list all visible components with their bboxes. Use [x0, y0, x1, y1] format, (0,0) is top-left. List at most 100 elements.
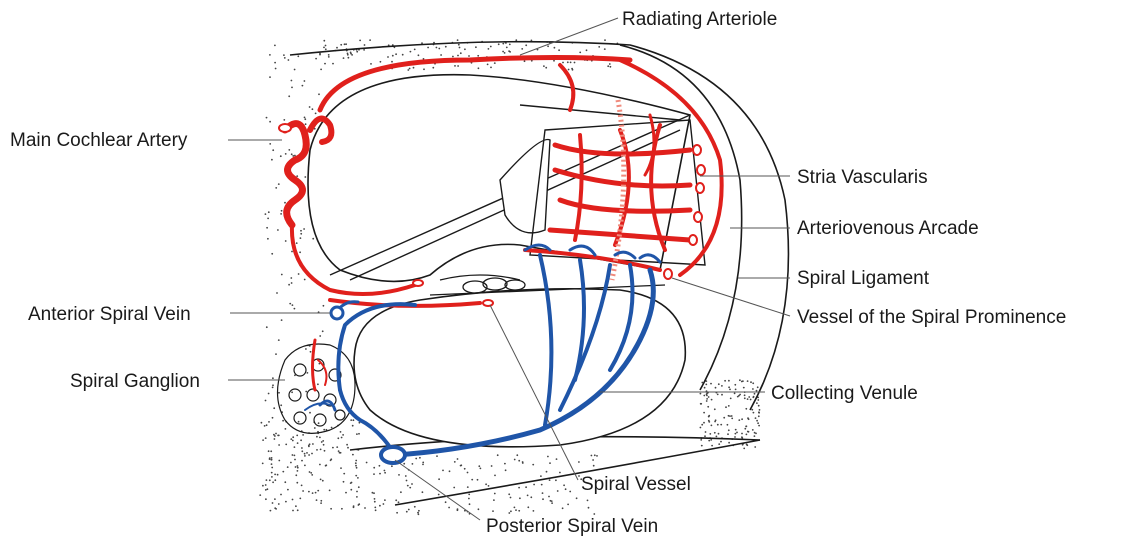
- stipple-dot: [412, 463, 414, 465]
- stipple-dot: [755, 433, 757, 435]
- stipple-dot: [467, 486, 469, 488]
- stipple-dot: [340, 431, 342, 433]
- stipple-dot: [315, 113, 317, 115]
- stipple-dot: [330, 508, 332, 510]
- stipple-dot: [321, 441, 323, 443]
- stipple-dot: [747, 417, 749, 419]
- stipple-dot: [753, 412, 755, 414]
- stipple-dot: [540, 475, 542, 477]
- stipple-dot: [438, 494, 440, 496]
- stipple-dot: [457, 65, 459, 67]
- stipple-dot: [274, 479, 276, 481]
- stipple-dot: [411, 483, 413, 485]
- stipple-dot: [275, 68, 277, 70]
- stipple-dot: [308, 491, 310, 493]
- stipple-dot: [510, 497, 512, 499]
- stipple-dot: [419, 457, 421, 459]
- stipple-dot: [280, 213, 282, 215]
- stipple-dot: [350, 489, 352, 491]
- stipple-dot: [734, 436, 736, 438]
- stipple-dot: [312, 108, 314, 110]
- stipple-dot: [459, 47, 461, 49]
- stipple-dot: [492, 510, 494, 512]
- stipple-dot: [271, 253, 273, 255]
- stipple-dot: [406, 511, 408, 513]
- stipple-dot: [302, 85, 304, 87]
- stipple-dot: [519, 497, 521, 499]
- stipple-dot: [758, 415, 760, 417]
- stipple-dot: [297, 465, 299, 467]
- stipple-dot: [398, 501, 400, 503]
- stipple-dot: [570, 62, 572, 64]
- stipple-dot: [757, 386, 759, 388]
- stipple-dot: [294, 459, 296, 461]
- stipple-dot: [272, 502, 274, 504]
- stipple-dot: [576, 497, 578, 499]
- stipple-dot: [754, 393, 756, 395]
- stipple-dot: [751, 409, 753, 411]
- stipple-dot: [491, 465, 493, 467]
- stipple-dot: [415, 458, 417, 460]
- stipple-dot: [494, 493, 496, 495]
- stipple-dot: [744, 394, 746, 396]
- stipple-dot: [477, 55, 479, 57]
- stipple-dot: [747, 431, 749, 433]
- label-anterior-spiral-vein: Anterior Spiral Vein: [28, 304, 191, 325]
- stipple-dot: [305, 123, 307, 125]
- stipple-dot: [427, 47, 429, 49]
- stipple-dot: [353, 506, 355, 508]
- stipple-dot: [567, 504, 569, 506]
- stipple-dot: [700, 439, 702, 441]
- stipple-dot: [262, 463, 264, 465]
- stipple-dot: [269, 143, 271, 145]
- stipple-dot: [310, 472, 312, 474]
- stipple-dot: [374, 507, 376, 509]
- stipple-dot: [268, 450, 270, 452]
- stipple-dot: [505, 469, 507, 471]
- stipple-dot: [708, 416, 710, 418]
- stipple-dot: [287, 466, 289, 468]
- stipple-dot: [742, 380, 744, 382]
- stipple-dot: [562, 62, 564, 64]
- stipple-dot: [527, 495, 529, 497]
- stipple-dot: [493, 499, 495, 501]
- stipple-dot: [720, 424, 722, 426]
- stipple-dot: [715, 387, 717, 389]
- stipple-dot: [301, 485, 303, 487]
- stipple-dot: [373, 467, 375, 469]
- stipple-dot: [266, 227, 268, 229]
- stipple-dot: [274, 438, 276, 440]
- stipple-dot: [468, 494, 470, 496]
- stipple-dot: [311, 453, 313, 455]
- stipple-dot: [701, 445, 703, 447]
- stipple-dot: [294, 308, 296, 310]
- stipple-dot: [454, 65, 456, 67]
- stipple-dot: [458, 44, 460, 46]
- stipple-dot: [717, 424, 719, 426]
- stipple-dot: [336, 47, 338, 49]
- stipple-dot: [268, 421, 270, 423]
- stipple-dot: [563, 484, 565, 486]
- stipple-dot: [494, 62, 496, 64]
- stipple-dot: [414, 506, 416, 508]
- stipple-dot: [309, 471, 311, 473]
- stipple-dot: [282, 420, 284, 422]
- stipple-dot: [705, 431, 707, 433]
- stipple-dot: [571, 68, 573, 70]
- stipple-dot: [373, 473, 375, 475]
- stipple-dot: [340, 467, 342, 469]
- stipple-dot: [343, 481, 345, 483]
- stipple-dot: [312, 238, 314, 240]
- stipple-dot: [746, 434, 748, 436]
- stipple-dot: [488, 485, 490, 487]
- stipple-dot: [322, 330, 324, 332]
- stipple-dot: [756, 420, 758, 422]
- stipple-dot: [269, 121, 271, 123]
- stipple-dot: [356, 51, 358, 53]
- stipple-dot: [745, 426, 747, 428]
- stipple-dot: [277, 474, 279, 476]
- stipple-dot: [454, 461, 456, 463]
- stipple-dot: [422, 462, 424, 464]
- stipple-dot: [406, 480, 408, 482]
- stipple-dot: [728, 415, 730, 417]
